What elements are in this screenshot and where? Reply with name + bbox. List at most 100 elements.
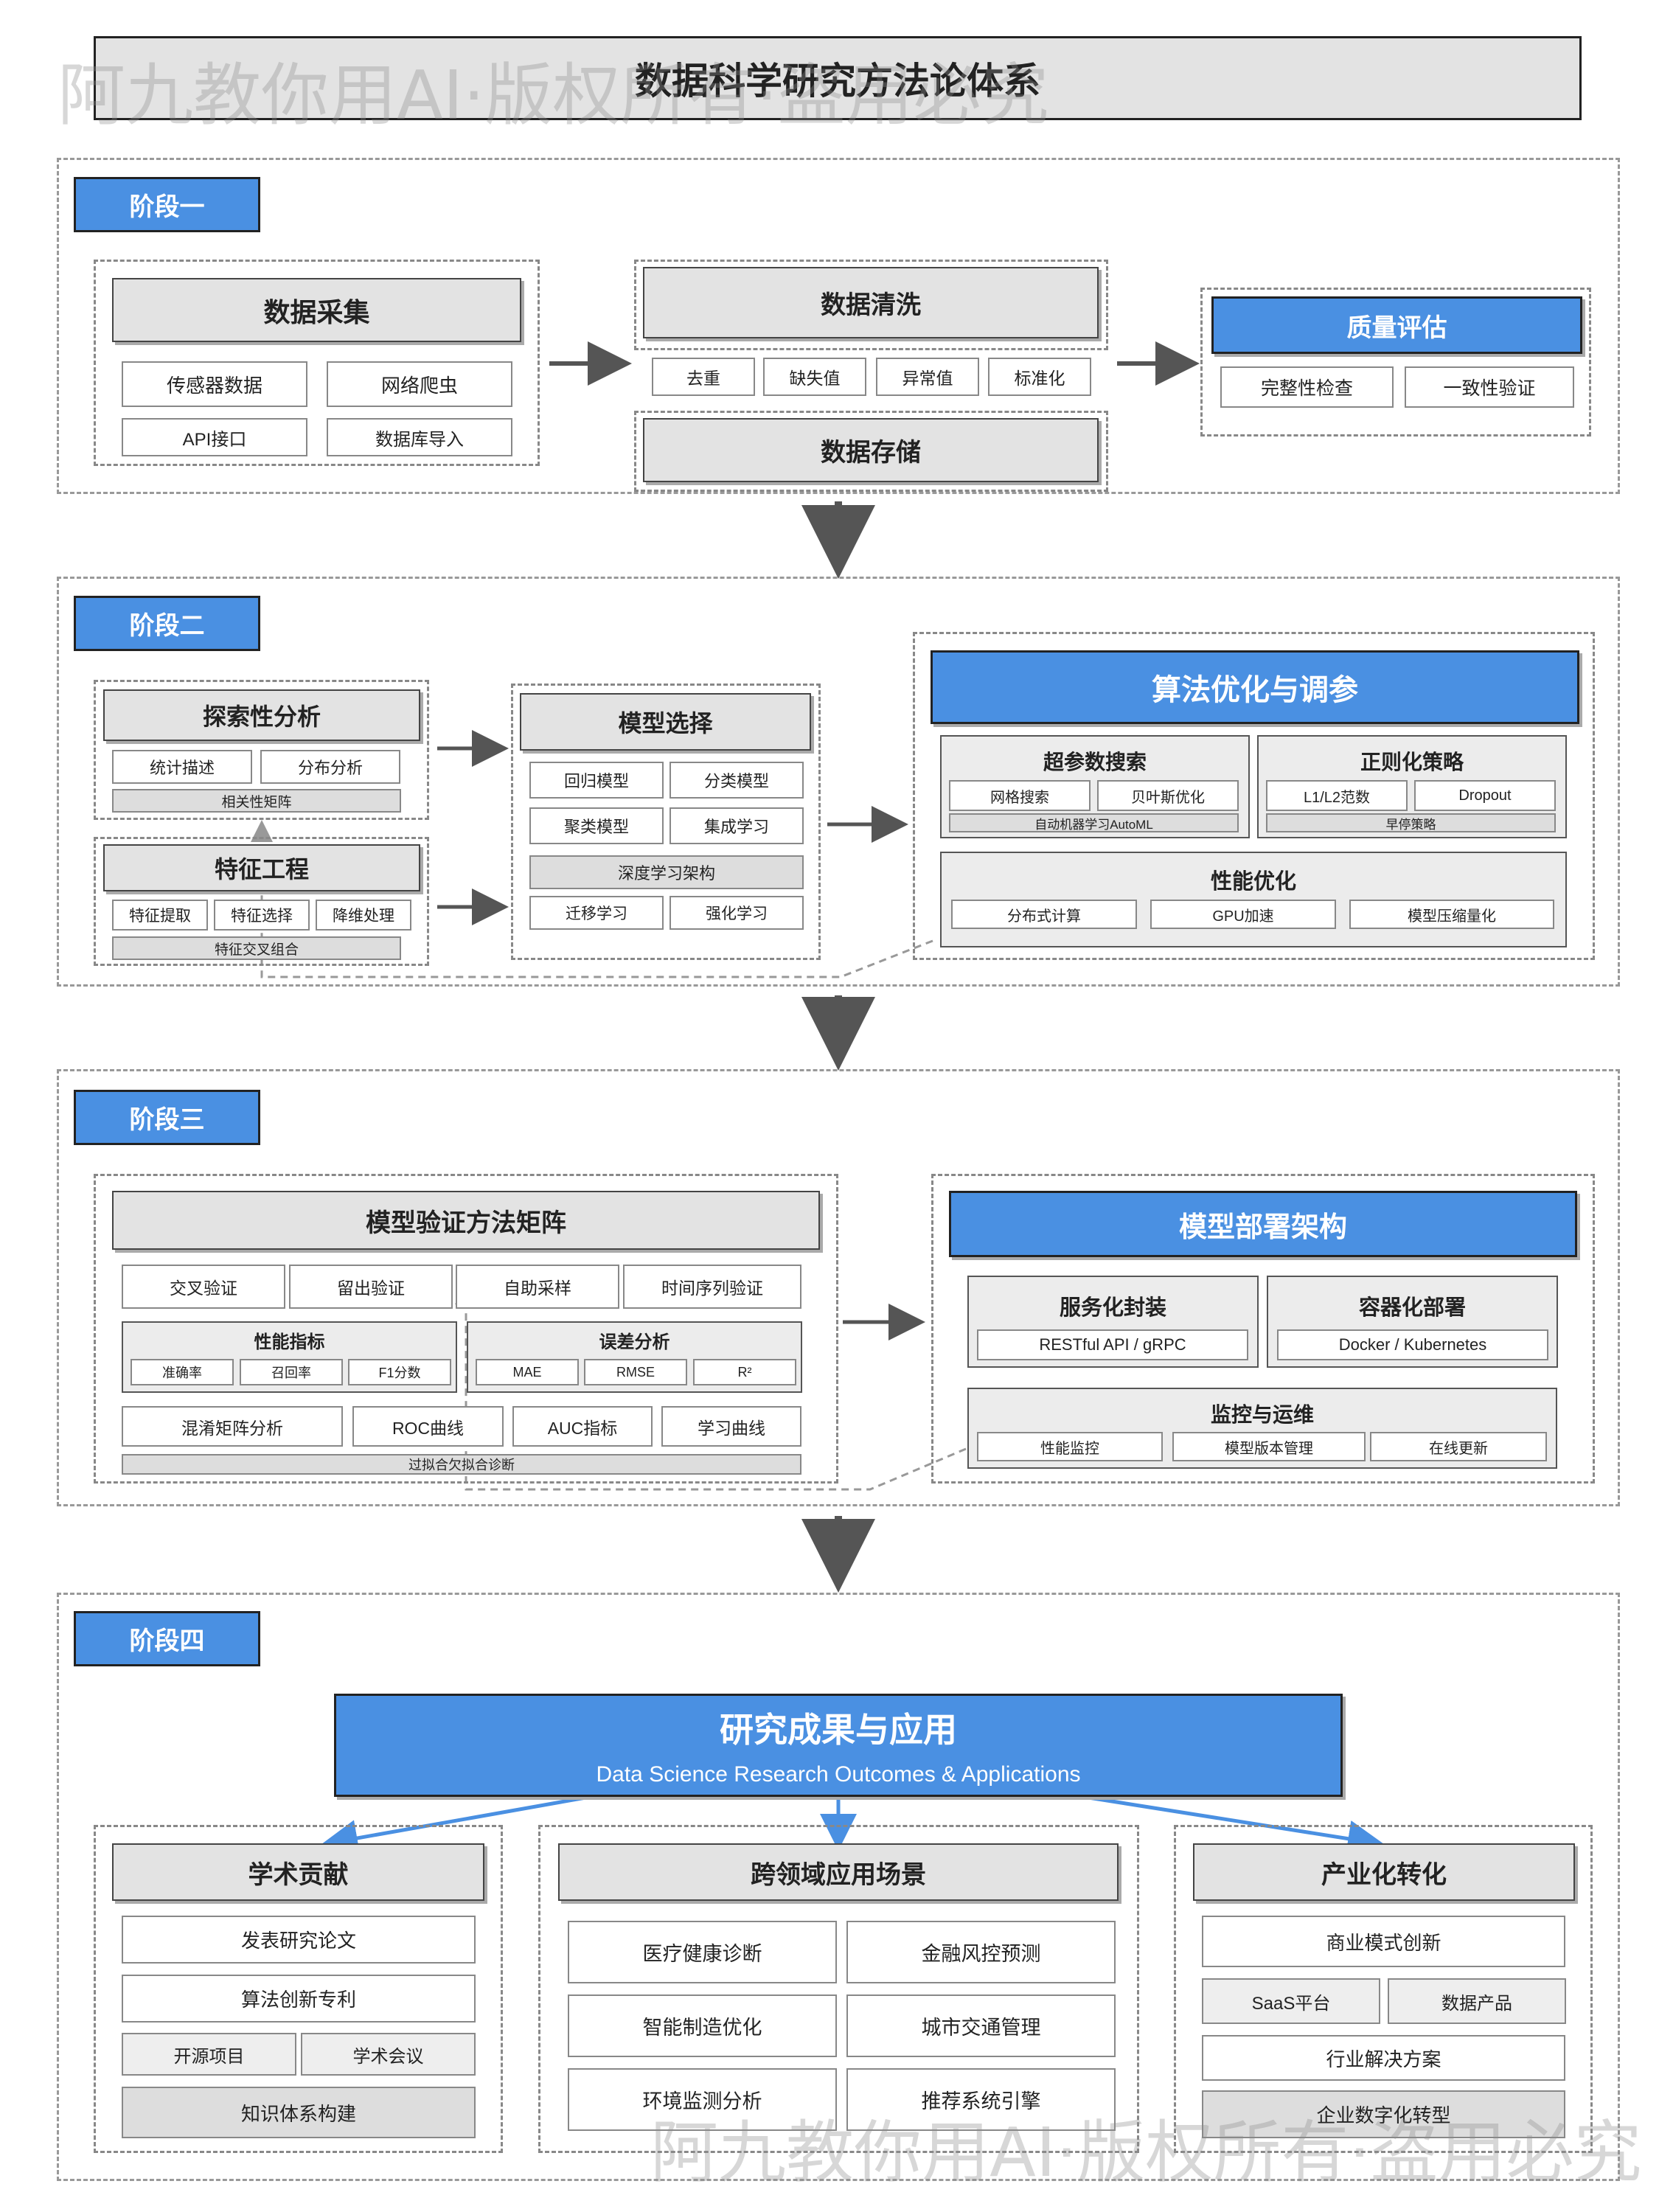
academic-item-knowledge: 知识体系构建 — [122, 2087, 476, 2138]
page-title: 数据科学研究方法论体系 — [94, 36, 1582, 120]
collect-item-api: API接口 — [122, 418, 307, 456]
reg-title: 正则化策略 — [1360, 751, 1464, 773]
model-item-classification: 分类模型 — [669, 762, 804, 799]
reg-sub-earlystop: 早停策略 — [1266, 813, 1556, 832]
industry-item-bizmodel: 商业模式创新 — [1202, 1916, 1565, 1967]
academic-item-conference: 学术会议 — [301, 2033, 476, 2076]
quality-item-completeness: 完整性检查 — [1220, 366, 1394, 408]
store-title: 数据存储 — [643, 418, 1099, 482]
clean-item-outlier: 异常值 — [876, 358, 979, 396]
arrow-main-industry — [1083, 1795, 1385, 1857]
model-item-regression: 回归模型 — [529, 762, 664, 799]
valid-sub-fit: 过拟合欠拟合诊断 — [122, 1454, 801, 1475]
clean-title: 数据清洗 — [643, 267, 1099, 338]
cross-item-traffic: 城市交通管理 — [846, 1994, 1116, 2057]
industry-item-digital: 企业数字化转型 — [1202, 2090, 1565, 2138]
stage4-frame — [57, 1593, 1620, 2181]
valid-item-roc: ROC曲线 — [352, 1406, 504, 1447]
eda-item-stats: 统计描述 — [112, 750, 252, 784]
quality-group — [1200, 288, 1591, 437]
svc-item-api: RESTful API / gRPC — [977, 1329, 1248, 1360]
valid-item-holdout: 留出验证 — [289, 1265, 453, 1309]
outcomes-subtitle: Data Science Research Outcomes & Applica… — [596, 1762, 1081, 1787]
metrics-item-acc: 准确率 — [131, 1359, 234, 1385]
deploy-group — [931, 1174, 1595, 1484]
eda-sub-corr: 相关性矩阵 — [112, 789, 401, 813]
mon-item-version: 模型版本管理 — [1172, 1432, 1366, 1461]
perf-title: 性能优化 — [1210, 870, 1296, 894]
clean-group — [634, 260, 1108, 350]
eda-item-dist: 分布分析 — [260, 750, 400, 784]
perf-item-distributed: 分布式计算 — [951, 900, 1137, 929]
cross-item-manufacturing: 智能制造优化 — [568, 1994, 837, 2057]
metrics-title: 性能指标 — [254, 1332, 325, 1352]
errors-title: 误差分析 — [599, 1332, 670, 1352]
valid-item-bootstrap: 自助采样 — [456, 1265, 619, 1309]
clean-item-missing: 缺失值 — [763, 358, 866, 396]
industry-group — [1174, 1825, 1593, 2153]
fe-title: 特征工程 — [103, 844, 420, 891]
fe-group — [94, 837, 429, 966]
model-item-rl: 强化学习 — [669, 896, 804, 930]
industry-item-solution: 行业解决方案 — [1202, 2035, 1565, 2081]
reg-item-dropout: Dropout — [1414, 780, 1556, 811]
mon-item-online: 在线更新 — [1370, 1432, 1547, 1461]
model-item-deep: 深度学习架构 — [529, 855, 804, 889]
fe-item-reduce: 降维处理 — [316, 900, 411, 931]
valid-item-cv: 交叉验证 — [122, 1265, 285, 1309]
store-group — [634, 411, 1108, 492]
algo-group — [913, 632, 1595, 960]
hyper-sub-automl: 自动机器学习AutoML — [949, 813, 1239, 832]
ctr-item-docker: Docker / Kubernetes — [1277, 1329, 1548, 1360]
clean-item-normalize: 标准化 — [988, 358, 1091, 396]
hyper-title: 超参数搜索 — [1043, 751, 1147, 773]
algo-title: 算法优化与调参 — [931, 650, 1579, 724]
model-item-clustering: 聚类模型 — [529, 807, 664, 844]
errors-item-rmse: RMSE — [584, 1359, 687, 1385]
academic-title: 学术贡献 — [112, 1843, 484, 1901]
collect-item-db: 数据库导入 — [327, 418, 512, 456]
model-group — [511, 684, 821, 960]
quality-title: 质量评估 — [1211, 296, 1582, 354]
deploy-title: 模型部署架构 — [949, 1191, 1577, 1257]
stage1-frame — [57, 158, 1620, 494]
fe-item-extract: 特征提取 — [112, 900, 208, 931]
collect-item-sensor: 传感器数据 — [122, 361, 307, 407]
errors-item-r2: R² — [693, 1359, 796, 1385]
valid-item-learning: 学习曲线 — [661, 1406, 801, 1447]
academic-item-paper: 发表研究论文 — [122, 1916, 476, 1964]
reg-item-l1l2: L1/L2范数 — [1266, 780, 1408, 811]
metrics-item-f1: F1分数 — [348, 1359, 451, 1385]
perf-item-gpu: GPU加速 — [1150, 900, 1336, 929]
model-item-transfer: 迁移学习 — [529, 896, 664, 930]
watermark-top: 阿九教你用AI·版权所有·盗用必究 — [58, 56, 1049, 135]
stage2-label: 阶段二 — [74, 596, 260, 651]
model-item-ensemble: 集成学习 — [669, 807, 804, 844]
industry-title: 产业化转化 — [1193, 1843, 1575, 1901]
collect-group — [94, 260, 540, 466]
stage1-label: 阶段一 — [74, 177, 260, 232]
feedback-deploy-valid — [455, 1282, 967, 1491]
errors-item-mae: MAE — [476, 1359, 579, 1385]
outcomes-main: 研究成果与应用 Data Science Research Outcomes &… — [334, 1694, 1343, 1797]
cross-group — [538, 1825, 1139, 2153]
clean-item-dedup: 去重 — [652, 358, 755, 396]
mon-item-perf: 性能监控 — [977, 1432, 1163, 1461]
valid-item-timeseries: 时间序列验证 — [623, 1265, 801, 1309]
outcomes-title: 研究成果与应用 — [720, 1711, 957, 1749]
academic-group — [94, 1825, 503, 2153]
collect-title: 数据采集 — [112, 278, 521, 342]
eda-group — [94, 680, 429, 820]
cross-item-finance: 金融风控预测 — [846, 1921, 1116, 1983]
valid-group — [94, 1174, 838, 1484]
hyper-item-bayes: 贝叶斯优化 — [1097, 780, 1239, 811]
metrics-item-recall: 召回率 — [240, 1359, 343, 1385]
academic-item-patent: 算法创新专利 — [122, 1975, 476, 2023]
collect-item-crawler: 网络爬虫 — [327, 361, 512, 407]
academic-item-opensource: 开源项目 — [122, 2033, 296, 2076]
fe-item-select: 特征选择 — [214, 900, 310, 931]
cross-title: 跨领域应用场景 — [558, 1843, 1119, 1901]
cross-item-recommend: 推荐系统引擎 — [846, 2068, 1116, 2131]
stage3-label: 阶段三 — [74, 1090, 260, 1145]
industry-item-saas: SaaS平台 — [1202, 1978, 1380, 2024]
